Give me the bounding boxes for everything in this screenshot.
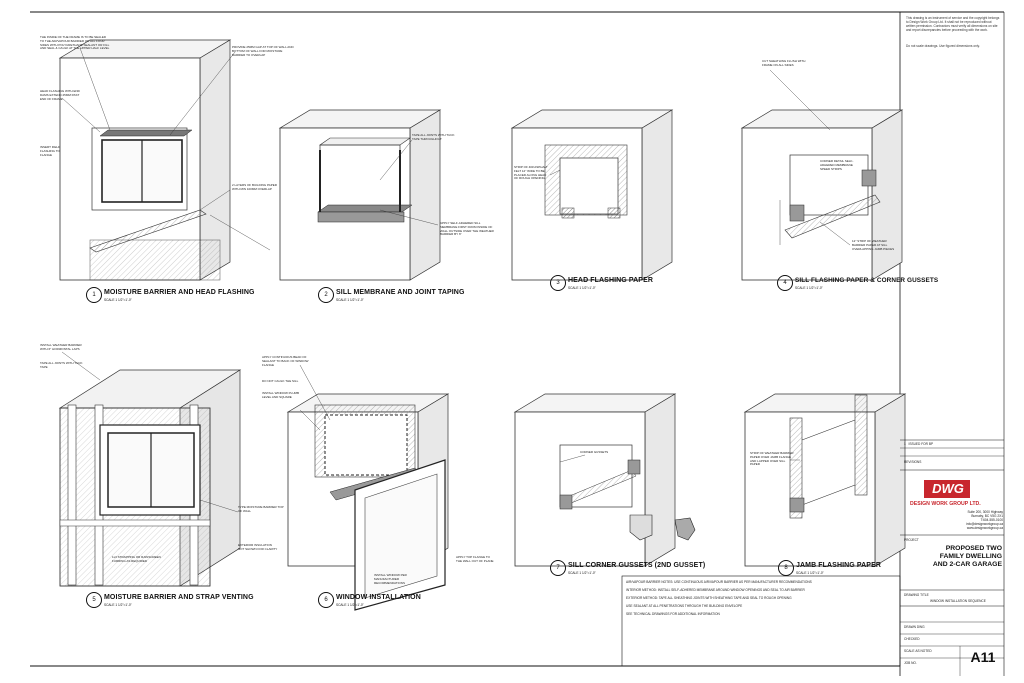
view-8-number: 8 bbox=[778, 560, 794, 576]
note-v6e: INSTALL WINDOW PER MANUFACTURER RECOMMEN… bbox=[374, 573, 407, 585]
sheet-number: A11 bbox=[970, 649, 996, 665]
view-8-scale: SCALE 1 1/2"=1'-0" bbox=[796, 571, 824, 575]
firm-email: info@designworkgroup.ca bbox=[966, 522, 1003, 526]
note-v4a: CUT SHEATHING FLUSH WITH FRAME ON ALL SI… bbox=[762, 59, 806, 67]
general-note-4: USE SEALANT AT ALL PENETRATIONS THROUGH … bbox=[626, 604, 743, 608]
view-7-scale: SCALE 1 1/2"=1'-0" bbox=[568, 571, 596, 575]
field-label: CHECKED bbox=[904, 637, 920, 641]
view-8-drawing bbox=[743, 393, 907, 567]
view-5-drawing bbox=[58, 369, 242, 587]
note-v3a: STRIP OF 40# ASPHALT FELT 12" WIDE TO BE… bbox=[514, 165, 548, 181]
view-8-title: JAMB FLASHING PAPER bbox=[796, 562, 881, 569]
note-v8a: STRIP OF WEATHER BARRIER PAPER OVER JAMB… bbox=[750, 451, 794, 467]
firm-phone: T:604-555-0100 bbox=[980, 518, 1003, 522]
field-drawn: DRAWN DWG bbox=[904, 625, 925, 629]
copyright-notice-2: Do not scale drawings. Use figured dimen… bbox=[906, 44, 980, 48]
note-v6b: DO NOT CAULK THE SILL bbox=[262, 379, 299, 383]
firm-address-line: Burnaby, BC V5G 2X1 bbox=[971, 514, 1003, 518]
view-1-title: MOISTURE BARRIER AND HEAD FLASHING bbox=[104, 289, 255, 296]
project-label: PROJECT bbox=[904, 538, 919, 542]
firm-logo: DWG bbox=[932, 481, 964, 496]
note-v1b: HEAD FLASHING WITH END DAMS EXTEND 25MM … bbox=[40, 89, 80, 101]
field-scale: SCALE AS NOTED bbox=[904, 649, 932, 653]
general-note-5: SEE TECHNICAL DRAWINGS FOR ADDITIONAL IN… bbox=[626, 612, 720, 616]
view-7-title: SILL CORNER GUSSETS (2ND GUSSET) bbox=[568, 562, 706, 569]
note-v1d: PROVIDE 25MM GAP AT TOP OF WALL AND BOTT… bbox=[232, 45, 294, 57]
note-v2a: TAPE ALL JOINTS WITH TUCK TAPE THROUGHOU… bbox=[412, 133, 455, 141]
general-notes: AIR/VAPOUR BARRIER NOTES: USE CONTINUOUS… bbox=[626, 580, 894, 616]
note-v1c: INSERT FIELD FLASHING TO FLANGE bbox=[40, 145, 61, 157]
note-v5c: TYPE MOISTURE BARRIER TOP OF WALL bbox=[238, 505, 284, 513]
view-2-scale: SCALE 1 1/2"=1'-0" bbox=[336, 298, 364, 302]
view-3-title: HEAD FLASHING PAPER bbox=[568, 277, 653, 284]
note-v5a: INSTALL WEATHER BARRIER WITH 6" HORIZONT… bbox=[40, 343, 82, 351]
leader-lines bbox=[61, 47, 851, 513]
view-7-number: 7 bbox=[550, 560, 566, 576]
note-v1e: 2 LAYERS OF BUILDING PAPER WITH MIN 100M… bbox=[232, 183, 277, 191]
view-6-scale: SCALE 1 1/2"=1'-0" bbox=[336, 603, 364, 607]
drawing-title: WINDOW INSTALLATION SEQUENCE bbox=[930, 599, 986, 603]
revisions-label: REVISIONS bbox=[904, 460, 922, 464]
drawing-title-label: DRAWING TITLE bbox=[904, 593, 929, 597]
view-2-title: SILL MEMBRANE AND JOINT TAPING bbox=[336, 289, 465, 296]
general-note-3: EXTERIOR METHOD: TAPE ALL SHEATHING JOIN… bbox=[626, 596, 792, 600]
view-6-title: WINDOW INSTALLATION bbox=[336, 594, 421, 601]
view-3-number: 3 bbox=[550, 275, 566, 291]
note-v2b: APPLY SELF-ADHERED SILL MEMBRANE FIRST F… bbox=[440, 221, 494, 237]
project-name: PROPOSED TWO FAMILY DWELLING AND 2-CAR G… bbox=[904, 545, 1002, 569]
view-4-scale: SCALE 1 1/2"=1'-0" bbox=[795, 286, 823, 290]
general-note-1: AIR/VAPOUR BARRIER NOTES: USE CONTINUOUS… bbox=[626, 580, 812, 584]
field-label: SCALE bbox=[904, 649, 915, 653]
revision-row-1: 1 ISSUED FOR BP bbox=[904, 442, 1002, 446]
view-5-title: MOISTURE BARRIER AND STRAP VENTING bbox=[104, 594, 254, 601]
view-5-number: 5 bbox=[86, 592, 102, 608]
logo-box bbox=[924, 480, 970, 498]
view-2-drawing bbox=[278, 109, 442, 281]
project-line: AND 2-CAR GARAGE bbox=[932, 561, 1002, 568]
firm-address: Suite 200, 3000 Highway Burnaby, BC V5G … bbox=[955, 510, 1003, 530]
note-v5b: TAPE ALL JOINTS WITH TUCK TAPE bbox=[40, 361, 83, 369]
view-6-number: 6 bbox=[318, 592, 334, 608]
view-1-drawing bbox=[58, 39, 232, 281]
note-v4b: CORNER DETAIL SELF-ADHERED MEMBRANE SPEE… bbox=[820, 159, 854, 171]
note-v1a: THE INSIDE OF THE FRAME IS TO BE SEALED … bbox=[40, 35, 110, 51]
view-4-number: 4 bbox=[777, 275, 793, 291]
field-label: JOB NO. bbox=[904, 661, 917, 665]
note-v6d: APPLY TOP FLANGE TO THE WALL OUT OF PLAN… bbox=[456, 555, 494, 563]
view-2-number: 2 bbox=[318, 287, 334, 303]
general-notes-box bbox=[621, 575, 901, 667]
note-v7a: CORNER GUSSETS bbox=[580, 450, 609, 454]
general-note-2: INTERIOR METHOD: INSTALL SELF-ADHERED ME… bbox=[626, 588, 805, 592]
view-4-title: SILL FLASHING PAPER & CORNER GUSSETS bbox=[795, 277, 939, 284]
note-v5d: EXTERIOR INSULATION NOT SHOWN FOR CLARIT… bbox=[238, 543, 278, 551]
revision-no: 1 bbox=[904, 442, 906, 446]
view-1-number: 1 bbox=[86, 287, 102, 303]
field-label: DRAWN bbox=[904, 625, 916, 629]
view-6-drawing bbox=[286, 393, 450, 611]
view-3-drawing bbox=[510, 109, 674, 281]
title-block-frame bbox=[900, 12, 1005, 676]
view-1-scale: SCALE 1 1/2"=1'-0" bbox=[104, 298, 132, 302]
note-v6a: APPLY CONTINUOUS BEAD OF SEALANT TO BACK… bbox=[262, 355, 309, 367]
project-line: FAMILY DWELLING bbox=[939, 553, 1002, 560]
view-5-scale: SCALE 1 1/2"=1'-0" bbox=[104, 603, 132, 607]
view-4-drawing bbox=[740, 109, 904, 281]
copyright-notice: This drawing is an instrument of service… bbox=[906, 16, 1000, 32]
firm-address-line: Suite 200, 3000 Highway bbox=[967, 510, 1003, 514]
firm-website: www.designworkgroup.ca bbox=[966, 526, 1003, 530]
field-value: AS NOTED bbox=[915, 649, 932, 653]
project-line: PROPOSED TWO bbox=[945, 545, 1002, 552]
note-v4c: 12" STRIP OF WEATHER BARRIER PAPER AT SI… bbox=[852, 239, 895, 251]
revision-desc: ISSUED FOR BP bbox=[908, 442, 934, 446]
note-v6c: INSTALL WINDOW PLUMB LEVEL AND SQUARE bbox=[262, 391, 300, 399]
note-v5e: 1x3 STRAPPING OR RAINSCREEN FURRING AS R… bbox=[112, 555, 161, 563]
view-3-scale: SCALE 1 1/2"=1'-0" bbox=[568, 286, 596, 290]
field-job: JOB NO. bbox=[904, 661, 917, 665]
firm-name: DESIGN WORK GROUP LTD. bbox=[910, 501, 981, 507]
view-7-drawing bbox=[513, 393, 696, 567]
field-value: DWG bbox=[916, 625, 925, 629]
field-checked: CHECKED bbox=[904, 637, 920, 641]
